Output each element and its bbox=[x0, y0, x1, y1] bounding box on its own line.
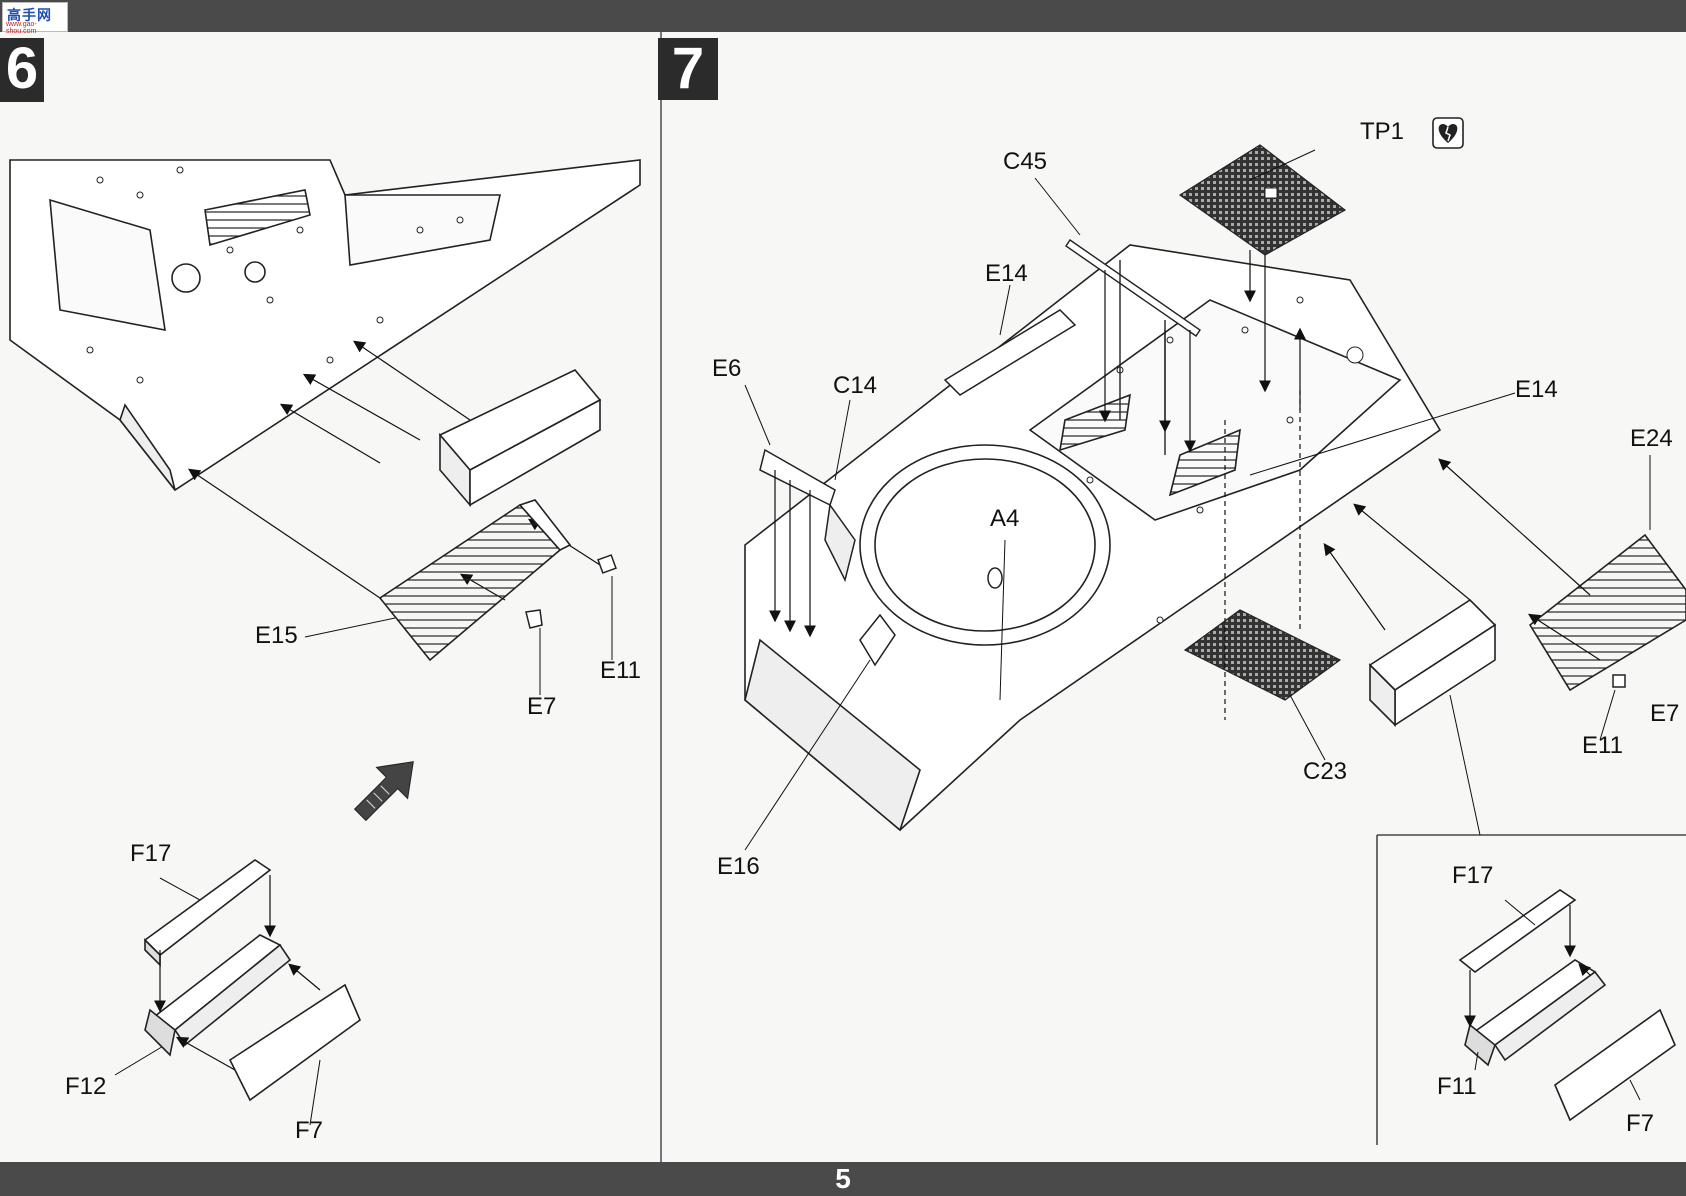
top-bar bbox=[0, 0, 1686, 32]
step-6-part-e15 bbox=[378, 499, 572, 662]
label-e7: E7 bbox=[1650, 700, 1680, 727]
step-7-part-side-box bbox=[1368, 598, 1497, 727]
label-inset-f17: F17 bbox=[1452, 862, 1494, 889]
step-7-number: 7 bbox=[658, 38, 718, 100]
label-a4: A4 bbox=[990, 505, 1020, 532]
direction-arrow-icon bbox=[353, 761, 414, 822]
step-6-f-arrows bbox=[154, 875, 321, 1071]
label-e24: E24 bbox=[1630, 425, 1673, 452]
step-6-leader-lines bbox=[114, 576, 613, 1126]
step-6-small-parts bbox=[525, 554, 617, 629]
label-e14-right: E14 bbox=[1515, 376, 1558, 403]
step-7-part-e16 bbox=[859, 613, 896, 667]
step-6-number: 6 bbox=[0, 38, 44, 102]
step-7-inset-arrows bbox=[1464, 905, 1592, 1028]
bottom-bar bbox=[0, 1162, 1686, 1196]
label-e6: E6 bbox=[712, 355, 742, 382]
label-c45: C45 bbox=[1003, 148, 1048, 175]
step-7-inset-f-assembly bbox=[1458, 889, 1676, 1122]
step-6-hull bbox=[9, 159, 641, 492]
step-7-dashed-guides bbox=[1224, 390, 1301, 720]
label-f17: F17 bbox=[130, 840, 172, 867]
label-e7: E7 bbox=[527, 693, 557, 720]
label-c14: C14 bbox=[833, 372, 878, 399]
step-7-turret-ring bbox=[859, 444, 1111, 646]
watermark-logo: 高手网 www.gao-shou.com bbox=[2, 2, 68, 35]
label-inset-f7: F7 bbox=[1626, 1110, 1655, 1137]
label-e16: E16 bbox=[717, 853, 760, 880]
step-7-assembly-lines bbox=[769, 250, 1601, 661]
step-6-part-e-box bbox=[438, 369, 602, 508]
label-f12: F12 bbox=[65, 1073, 107, 1100]
label-e15: E15 bbox=[255, 622, 298, 649]
label-e11: E11 bbox=[1582, 732, 1623, 759]
step-divider bbox=[660, 32, 662, 1162]
tp1-center-tab bbox=[1264, 187, 1278, 199]
watermark-url: www.gao-shou.com bbox=[6, 21, 37, 35]
step-7-small-parts bbox=[987, 567, 1626, 688]
step-7-part-e24 bbox=[1528, 533, 1686, 692]
step-7-part-c23 bbox=[1183, 609, 1342, 701]
step-6-rivets bbox=[86, 166, 464, 384]
label-e14-top: E14 bbox=[985, 260, 1028, 287]
step-7-inset-leaders bbox=[1474, 899, 1641, 1101]
step-7-part-e14-bar bbox=[943, 309, 1077, 396]
step-6-f-assembly bbox=[143, 859, 361, 1102]
label-f7: F7 bbox=[295, 1117, 324, 1144]
step-7-part-tp1 bbox=[1178, 144, 1347, 256]
step-7-inset bbox=[1376, 834, 1686, 1145]
watermark-text: 高手网 bbox=[7, 8, 52, 24]
label-c23: C23 bbox=[1303, 758, 1348, 785]
page-number: 5 bbox=[835, 1163, 851, 1194]
label-inset-f11: F11 bbox=[1437, 1073, 1477, 1100]
step-7-part-e6 bbox=[759, 448, 856, 583]
label-e11: E11 bbox=[600, 657, 641, 684]
label-tp1: TP1 bbox=[1360, 118, 1405, 145]
broken-heart-icon bbox=[1432, 117, 1464, 149]
